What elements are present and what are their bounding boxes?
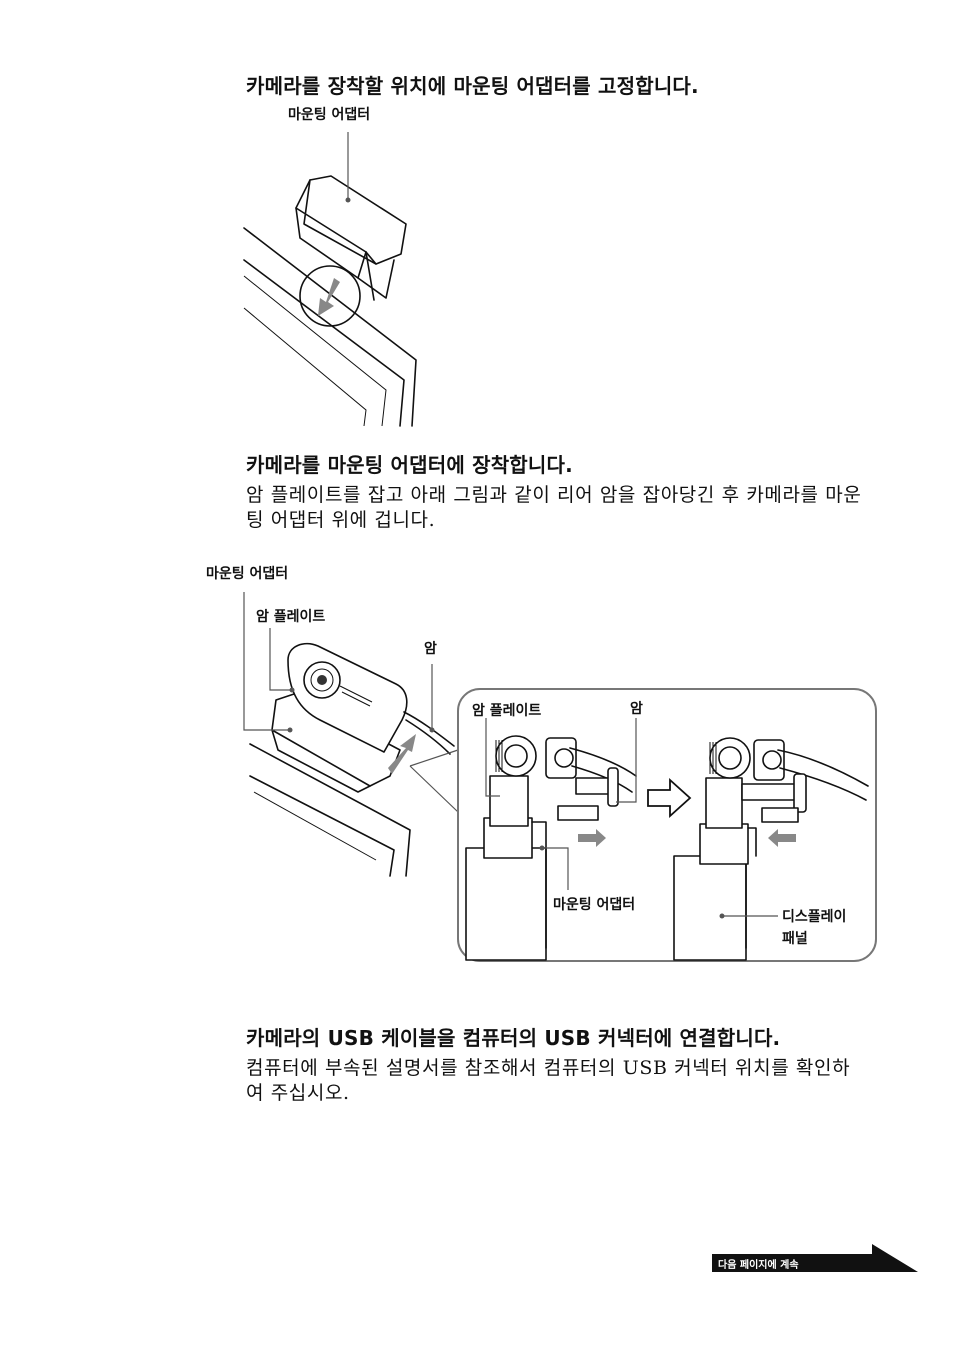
figure-1-adapter-label: 마운팅 어댑터	[288, 107, 371, 123]
step-3-title: 카메라의 USB 케이블을 컴퓨터의 USB 커넥터에 연결합니다.	[246, 1026, 781, 1050]
right-arrow-icon	[578, 829, 606, 847]
step-1-title: 카메라를 장착할 위치에 마운팅 어댑터를 고정합니다.	[246, 74, 699, 98]
figure-2-detail-box	[409, 688, 877, 962]
figure-1-adapter-illustration	[243, 132, 417, 427]
detail-display-label-line2: 패널	[782, 931, 808, 947]
transition-arrow-icon	[647, 777, 692, 819]
detail-state-before	[465, 718, 637, 961]
monitor-edge-outer	[243, 227, 417, 427]
continue-label: 다음 페이지에 계속	[718, 1260, 799, 1271]
continue-arrow-icon	[712, 1244, 918, 1272]
step-2-body: 암 플레이트를 잡고 아래 그림과 같이 리어 암을 잡아당긴 후 카메라를 마…	[246, 484, 862, 531]
figure-2-adapter-label: 마운팅 어댑터	[206, 566, 289, 582]
figure-2-camera-illustration	[243, 592, 455, 877]
step-3-body: 컴퓨터에 부속된 설명서를 참조해서 컴퓨터의 USB 커넥터 위치를 확인하여…	[246, 1057, 851, 1104]
figure-2-arm-label: 암	[424, 641, 437, 657]
detail-arm-plate-label: 암 플레이트	[472, 703, 542, 719]
left-arrow-icon	[768, 829, 796, 847]
down-arrow-icon	[318, 278, 340, 316]
detail-state-after	[673, 737, 869, 961]
detail-display-label-line1: 디스플레이	[782, 909, 847, 925]
detail-frame	[457, 688, 877, 962]
mounting-adapter-shape	[303, 175, 407, 265]
detail-arm-label: 암	[630, 701, 643, 717]
step-2-title: 카메라를 마운팅 어댑터에 장착합니다.	[246, 453, 573, 477]
monitor-edge	[249, 743, 411, 877]
up-arrow-icon	[388, 734, 416, 774]
detail-adapter-label: 마운팅 어댑터	[553, 897, 636, 913]
figure-2-arm-plate-label: 암 플레이트	[256, 609, 326, 625]
callout-circle	[299, 265, 361, 327]
